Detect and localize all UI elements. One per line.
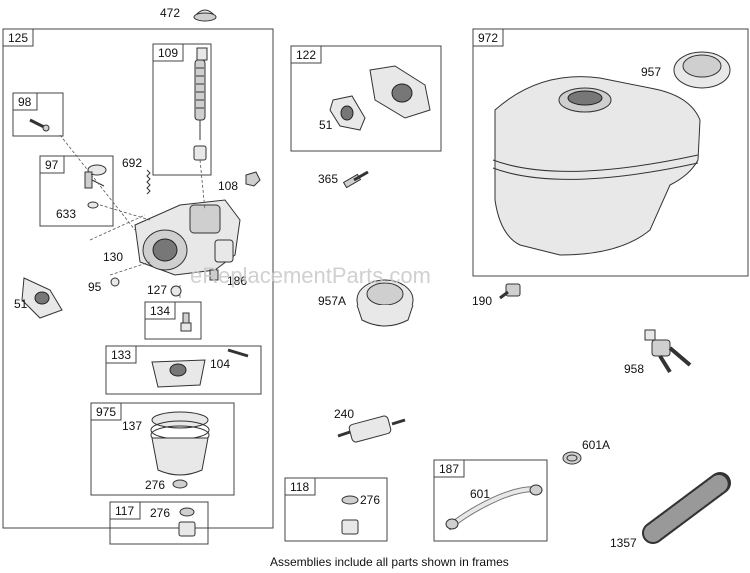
part-186-label: 186 [227, 274, 247, 288]
frame-97-label: 97 [45, 158, 59, 172]
caption-text: Assemblies include all parts shown in fr… [270, 555, 509, 569]
shutoff-valve-958-part[interactable] [644, 329, 692, 374]
jet-134-part[interactable] [180, 312, 192, 332]
part-127-label: 127 [147, 283, 167, 297]
frame-122-label: 122 [296, 48, 316, 62]
washer-95-part[interactable] [110, 277, 120, 287]
frame-975-label: 975 [96, 405, 116, 419]
part-240-label: 240 [334, 407, 354, 421]
frame-109-label: 109 [158, 46, 178, 60]
screw-186-part[interactable] [209, 269, 219, 281]
part-601-label: 601 [470, 487, 490, 501]
frame-134[interactable]: 134 [144, 301, 202, 340]
cap-472-part[interactable] [193, 9, 217, 22]
part-957-label: 957 [641, 65, 661, 79]
frame-975[interactable]: 975 137 276 [90, 402, 235, 496]
part-130-label: 130 [103, 250, 123, 264]
frame-117-label: 117 [115, 504, 134, 518]
float-valve-needle-part[interactable] [193, 47, 208, 161]
part-190-label: 190 [472, 294, 492, 308]
clamp-601A-part[interactable] [562, 451, 582, 465]
frame-187-label: 187 [439, 462, 459, 476]
choke-shaft-part[interactable] [84, 164, 107, 209]
part-108-label: 108 [218, 179, 238, 193]
fuel-cap-957-part[interactable] [673, 51, 731, 89]
part-1357-label: 1357 [610, 536, 637, 550]
watermark-text: eReplacementParts.com [190, 263, 431, 288]
frame-118[interactable]: 118 276 [284, 477, 388, 542]
frame-187[interactable]: 187 601 [433, 459, 548, 542]
frame-118-label: 118 [290, 480, 309, 494]
fuel-cap-957A-part[interactable] [356, 279, 414, 327]
part-137-label: 137 [122, 419, 142, 433]
frame-972-label: 972 [478, 31, 498, 45]
frame-972[interactable]: 972 957 [472, 28, 749, 277]
part-633-label: 633 [56, 207, 76, 221]
part-692-label: 692 [122, 156, 142, 170]
frame-133[interactable]: 133 104 [105, 345, 262, 395]
part-958-label: 958 [624, 362, 644, 376]
frame-133-label: 133 [111, 348, 131, 362]
drain-plug-118-part[interactable] [341, 495, 359, 535]
part-51-label: 51 [14, 297, 28, 311]
bowl-nut-117-part[interactable] [178, 507, 196, 537]
oring-127-part[interactable] [170, 285, 182, 297]
frame-125-label: 125 [8, 31, 28, 45]
float-bowl-137-part[interactable] [150, 411, 210, 476]
part-104-label: 104 [210, 357, 230, 371]
fuel-line-187-part[interactable] [445, 484, 543, 531]
lever-108-part[interactable] [245, 171, 261, 187]
part-276-label: 276 [150, 506, 170, 520]
screw-365-part[interactable] [342, 170, 369, 189]
washer-276-part[interactable] [172, 479, 188, 489]
bolt-190-part[interactable] [499, 283, 521, 300]
frame-134-label: 134 [150, 304, 170, 318]
frame-97[interactable]: 97 633 [39, 155, 114, 227]
part-276-label: 276 [145, 478, 165, 492]
gasket-51-part[interactable] [21, 277, 63, 319]
pin-104-part[interactable] [227, 348, 249, 358]
part-472-label: 472 [160, 6, 180, 20]
frame-117[interactable]: 117 276 [109, 501, 209, 545]
part-95-label: 95 [88, 280, 102, 294]
spacer-122-part[interactable] [369, 65, 431, 119]
part-276-label: 276 [360, 493, 380, 507]
frame-98[interactable]: 98 [12, 92, 64, 137]
carburetor-body-part[interactable] [134, 199, 241, 276]
frame-98-label: 98 [18, 95, 32, 109]
gasket-51-part-b[interactable] [329, 95, 366, 131]
frame-122[interactable]: 122 51 [290, 45, 442, 152]
part-957A-label: 957A [318, 294, 346, 308]
breather-hose-1357-part[interactable] [642, 472, 731, 544]
fuel-filter-240-part[interactable] [337, 415, 406, 443]
float-133-part[interactable] [151, 359, 206, 388]
fuel-tank-part[interactable] [492, 76, 701, 256]
spring-692-part[interactable] [146, 169, 151, 195]
frame-109[interactable]: 109 [152, 43, 212, 176]
part-365-label: 365 [318, 172, 338, 186]
frame-125[interactable]: 125 [2, 28, 274, 529]
screw-part[interactable] [29, 118, 50, 132]
part-601A-label: 601A [582, 438, 610, 452]
part-51-label: 51 [319, 118, 333, 132]
